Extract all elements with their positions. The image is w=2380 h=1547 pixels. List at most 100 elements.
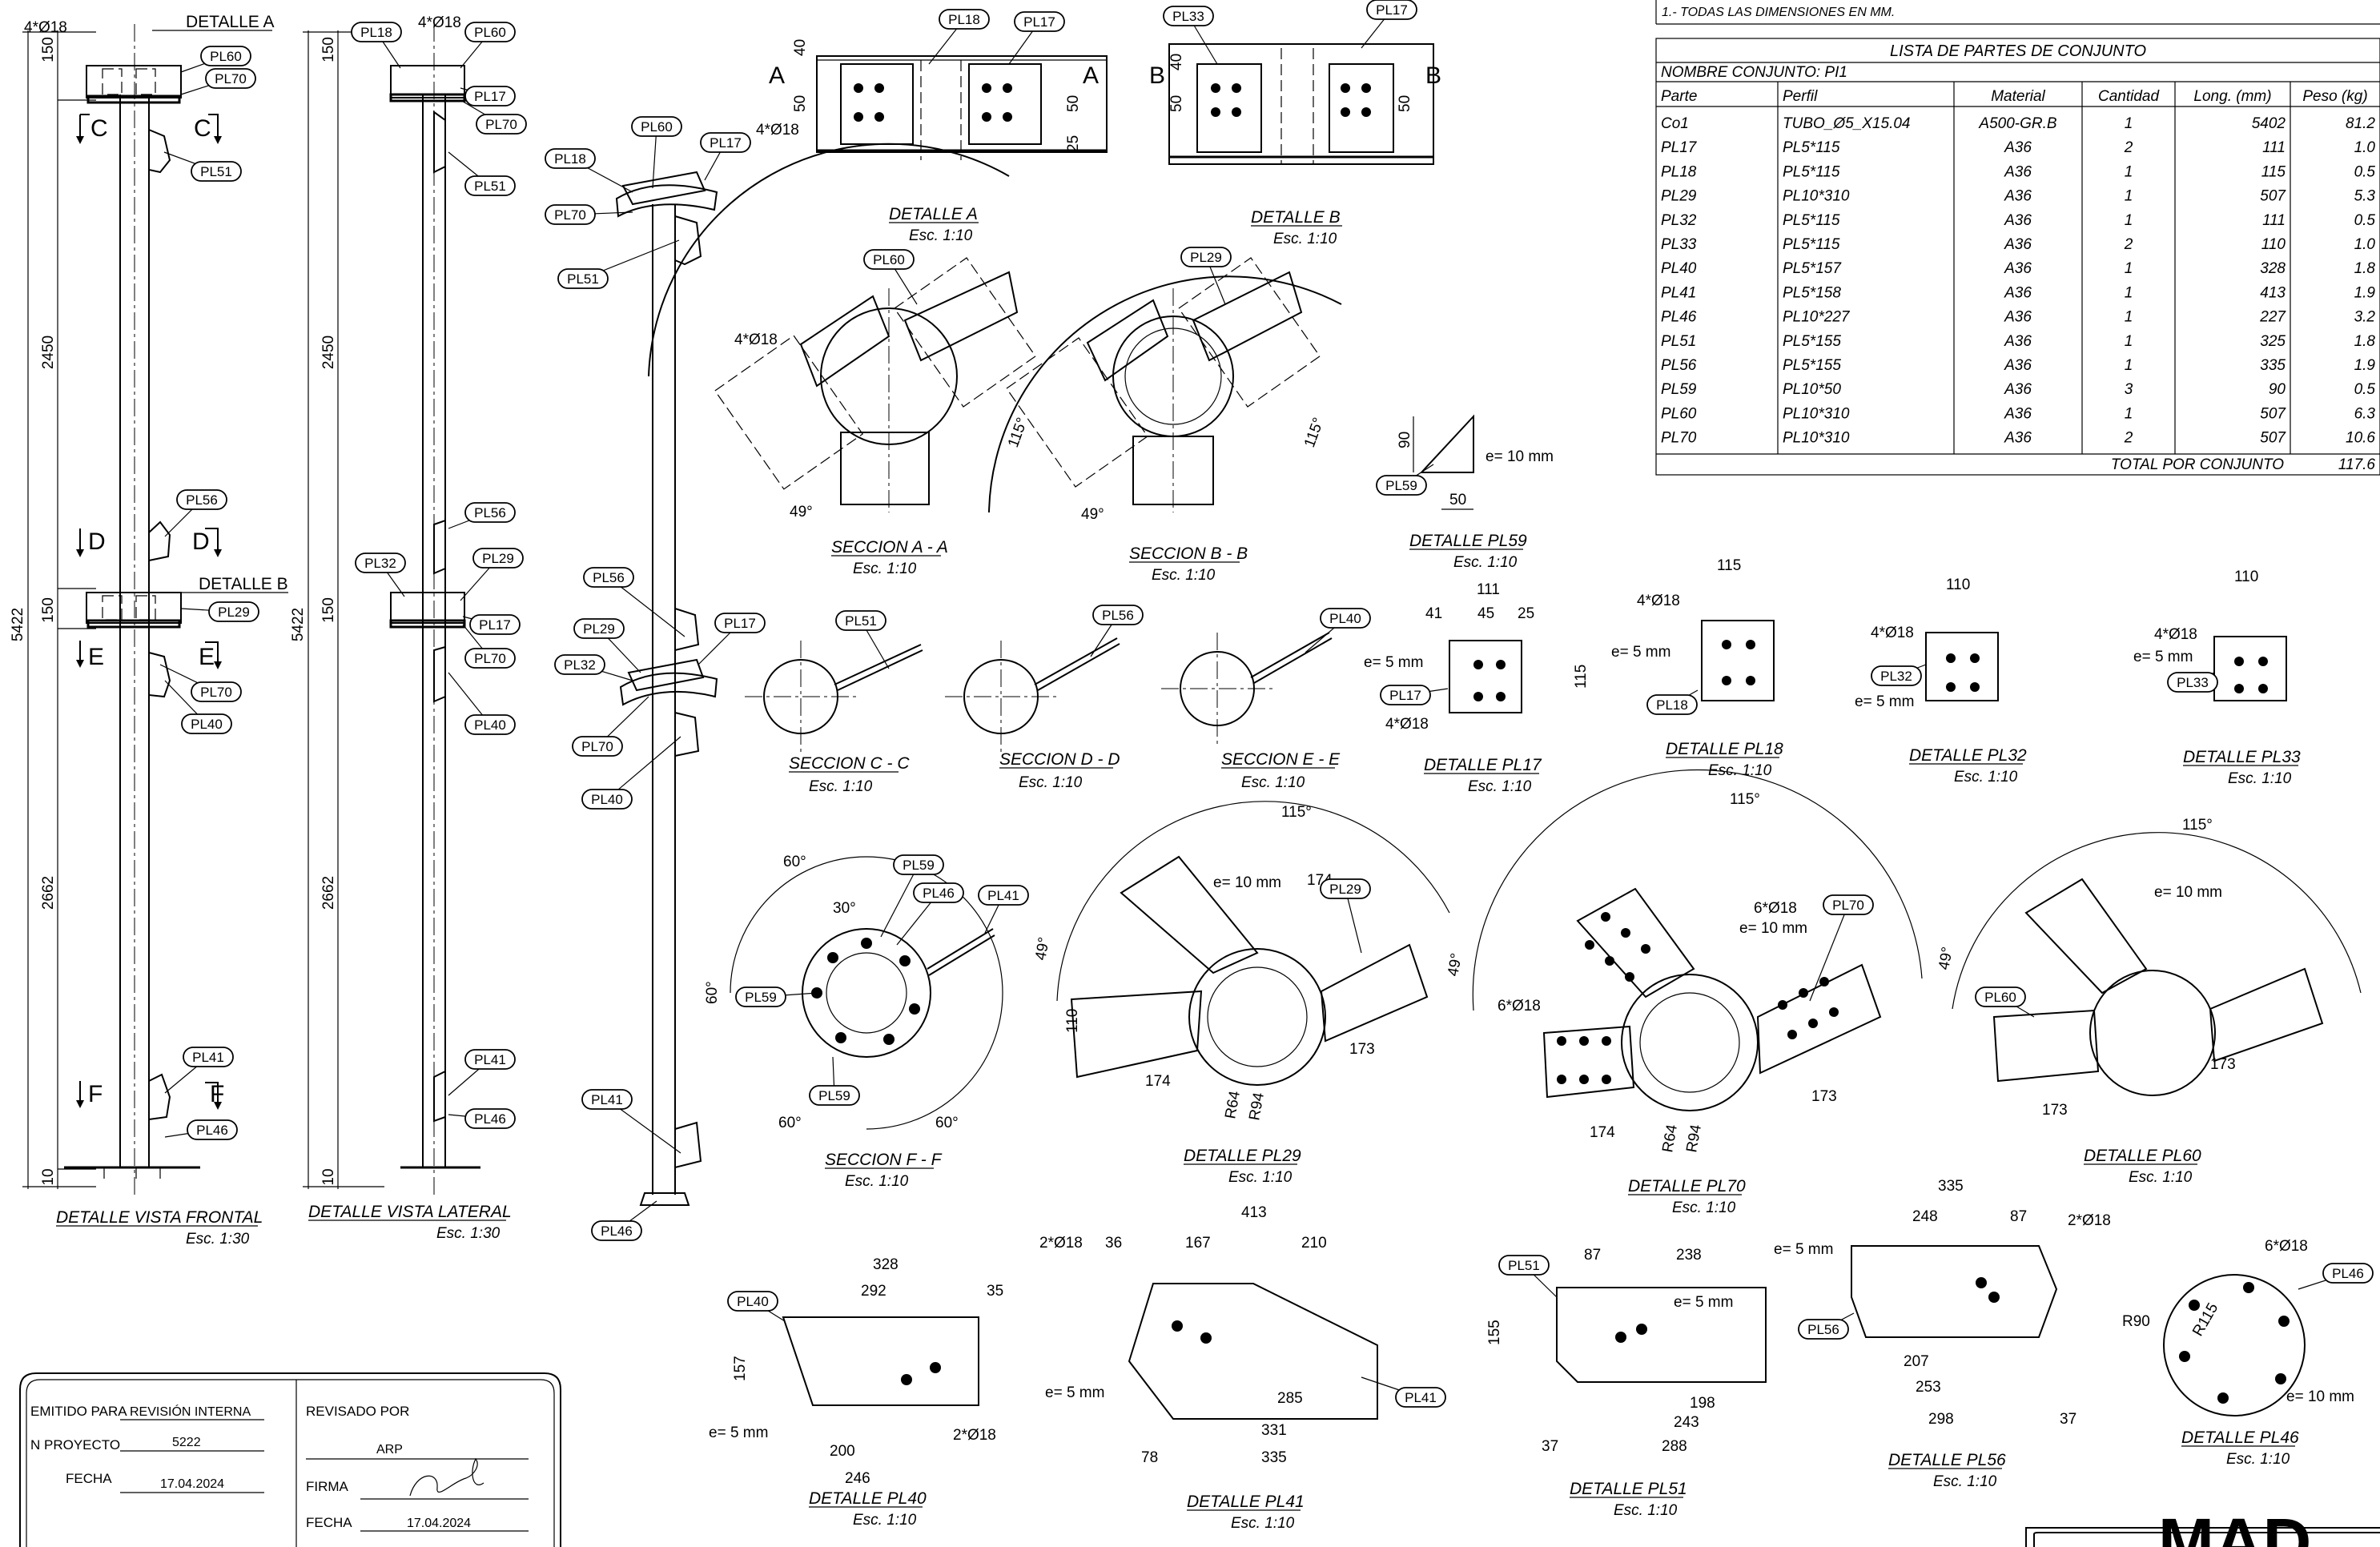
table-cell: 1 bbox=[2125, 309, 2133, 326]
part-tag-pl70: PL70 bbox=[572, 696, 649, 757]
table-cell: PL10*310 bbox=[1783, 188, 1850, 205]
holes-label: 2*Ø18 bbox=[1039, 1235, 1083, 1252]
view-title: DETALLE PL29 bbox=[1184, 1147, 1301, 1165]
part-tag-label: PL70 bbox=[474, 651, 506, 666]
angle-label: 60° bbox=[704, 981, 721, 1004]
part-tag-pl40: PL40 bbox=[448, 672, 516, 735]
table-cell: A36 bbox=[2004, 405, 2032, 422]
part-tag-label: PL18 bbox=[554, 151, 586, 167]
thickness-label: e= 5 mm bbox=[1611, 644, 1670, 661]
detail-a: A A 4*Ø18 40 50 50 25 DETALLE A Esc. 1:1… bbox=[756, 39, 1108, 244]
total-label: TOTAL POR CONJUNTO bbox=[2111, 456, 2284, 473]
part-tag-pl59: PL59 bbox=[735, 986, 818, 1007]
part-tag-pl59: PL59 bbox=[880, 854, 944, 938]
part-tag-label: PL59 bbox=[818, 1088, 850, 1103]
section-letter: C bbox=[194, 115, 211, 142]
table-cell: PL56 bbox=[1661, 357, 1697, 374]
part-tag-pl32: PL32 bbox=[355, 552, 406, 597]
section-f-f: 60° 30° 60° 60° 60° SECCION F - F Esc. 1… bbox=[704, 854, 1003, 1190]
view-scale: Esc. 1:10 bbox=[1231, 1515, 1295, 1532]
part-tag-pl32: PL32 bbox=[1871, 664, 1927, 686]
part-tag-pl41: PL41 bbox=[978, 885, 1029, 934]
table-cell: PL5*158 bbox=[1783, 284, 1841, 301]
dim-173: 173 bbox=[2210, 1056, 2236, 1073]
view-scale: Esc. 1:10 bbox=[2228, 770, 2292, 787]
part-tag-label: PL40 bbox=[1329, 611, 1361, 626]
thickness-label: e= 10 mm bbox=[1739, 920, 1807, 937]
part-tag-pl60: PL60 bbox=[180, 46, 251, 73]
emitido-label: EMITIDO PARA bbox=[30, 1404, 127, 1419]
dim-5422: 5422 bbox=[290, 608, 307, 641]
revisado-value: ARP bbox=[376, 1443, 403, 1457]
radius-label: R94 bbox=[1683, 1123, 1705, 1153]
angle-label: 115° bbox=[2182, 817, 2213, 834]
dim-413: 413 bbox=[1241, 1204, 1267, 1221]
dim-2662: 2662 bbox=[320, 876, 337, 910]
part-tag-label: PL29 bbox=[218, 605, 250, 620]
part-tag-label: PL70 bbox=[554, 207, 586, 223]
dim-173: 173 bbox=[1349, 1041, 1375, 1058]
holes-label: 2*Ø18 bbox=[2068, 1212, 2111, 1229]
title-block: EMITIDO PARA REVISIÓN INTERNA N PROYECTO… bbox=[19, 1372, 561, 1547]
part-tag-pl18: PL18 bbox=[928, 9, 990, 65]
signature bbox=[409, 1457, 484, 1497]
part-tag-pl56: PL56 bbox=[583, 567, 685, 637]
table-cell: PL17 bbox=[1661, 139, 1698, 156]
part-tag-pl60: PL60 bbox=[460, 22, 516, 69]
dim-253: 253 bbox=[1916, 1379, 1941, 1396]
table-cell: 1 bbox=[2125, 212, 2133, 229]
dim-110: 110 bbox=[1946, 577, 1970, 593]
part-tag-label: PL40 bbox=[191, 717, 223, 732]
part-tag-pl60: PL60 bbox=[631, 116, 682, 189]
table-cell: 10.6 bbox=[2346, 430, 2375, 447]
dim-10: 10 bbox=[320, 1168, 337, 1185]
table-cell: PL5*115 bbox=[1783, 139, 1840, 156]
dim-25: 25 bbox=[1065, 135, 1082, 152]
proyecto-value: 5222 bbox=[172, 1436, 201, 1449]
detail-pl41: 413 36 167 210 2*Ø18 285 331 335 78 e= 5… bbox=[1039, 1204, 1378, 1532]
part-tag-label: PL60 bbox=[873, 252, 905, 267]
view-scale: Esc. 1:10 bbox=[853, 561, 917, 577]
table-cell: A36 bbox=[2004, 357, 2032, 374]
table-header-cell: Material bbox=[1991, 88, 2045, 105]
table-cell: 507 bbox=[2260, 430, 2286, 447]
dim-288: 288 bbox=[1662, 1438, 1687, 1455]
thickness-label: e= 5 mm bbox=[1045, 1384, 1104, 1401]
dim-115: 115 bbox=[1573, 665, 1590, 689]
part-tag-pl41: PL41 bbox=[164, 1047, 234, 1094]
table-header-cell: Peso (kg) bbox=[2302, 88, 2367, 105]
thickness-label: e= 10 mm bbox=[1485, 448, 1554, 465]
section-letter: E bbox=[199, 644, 215, 670]
part-tag-label: PL18 bbox=[1656, 697, 1688, 713]
table-cell: 1 bbox=[2125, 115, 2133, 132]
view-title: DETALLE VISTA LATERAL bbox=[308, 1203, 512, 1221]
part-tag-pl40: PL40 bbox=[727, 1291, 786, 1322]
part-tag-label: PL40 bbox=[591, 792, 623, 807]
part-tag-pl17: PL17 bbox=[700, 132, 751, 181]
table-cell: 111 bbox=[2262, 139, 2286, 156]
part-tag-label: PL29 bbox=[482, 551, 514, 566]
table-cell: PL10*310 bbox=[1783, 430, 1850, 447]
part-tag-pl46: PL46 bbox=[448, 1108, 516, 1129]
part-tag-label: PL29 bbox=[1329, 882, 1361, 897]
dim-37: 37 bbox=[1542, 1438, 1558, 1455]
radius-label: R90 bbox=[2122, 1313, 2150, 1330]
assembly-name: NOMBRE CONJUNTO: PI1 bbox=[1661, 64, 1847, 81]
dim-238: 238 bbox=[1676, 1247, 1702, 1264]
part-tag-label: PL32 bbox=[1880, 669, 1912, 684]
dim-50: 50 bbox=[1449, 492, 1466, 508]
part-tag-pl33: PL33 bbox=[2167, 672, 2218, 693]
table-cell: 335 bbox=[2260, 357, 2286, 374]
table-cell: 2 bbox=[2124, 430, 2133, 447]
part-tag-pl70: PL70 bbox=[180, 68, 256, 95]
section-letter: B bbox=[1149, 62, 1165, 89]
table-cell: 1.8 bbox=[2354, 333, 2376, 350]
part-tag-pl56: PL56 bbox=[448, 502, 516, 529]
dim-150: 150 bbox=[320, 597, 337, 623]
